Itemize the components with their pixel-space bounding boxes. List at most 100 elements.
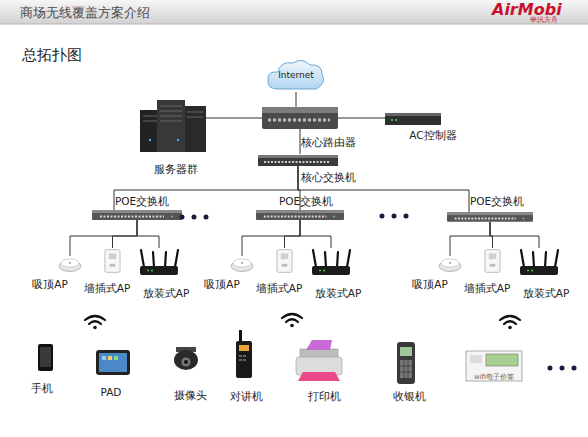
node-label: POE交换机 xyxy=(470,195,524,207)
price-tag-icon xyxy=(486,354,518,366)
access-point-icons xyxy=(105,250,120,273)
server-rack xyxy=(143,121,157,122)
connector-line xyxy=(242,220,300,256)
node-label: 摄像头 xyxy=(174,389,207,401)
access-point-icons xyxy=(277,250,292,273)
camera-icon xyxy=(184,360,188,364)
walkie-talkie-icon xyxy=(239,359,242,361)
server-rack xyxy=(182,106,206,152)
walkie-talkie-icon xyxy=(243,355,246,357)
ellipsis-dots xyxy=(392,214,397,219)
internet-cloud: Internet xyxy=(265,58,327,92)
wifi-signal xyxy=(282,314,302,327)
device-node: 手机 xyxy=(38,344,53,371)
node-label: 墙插式AP xyxy=(84,282,131,294)
brand-subtitle: 華訊方舟 xyxy=(530,15,558,25)
ap-node: 吸顶AP xyxy=(438,256,462,270)
tablet-icon xyxy=(108,356,112,360)
node-label: 核心路由器 xyxy=(301,136,356,148)
node-label: POE交换机 xyxy=(115,195,169,207)
node-label: 放装式AP xyxy=(143,287,190,299)
walkie-talkie-icon xyxy=(239,345,249,351)
ellipsis-dots xyxy=(548,366,553,371)
pos-terminal-icon xyxy=(400,347,412,356)
core-switch xyxy=(264,161,330,163)
node-label: 手机 xyxy=(31,382,53,394)
walkie-talkie-icon xyxy=(236,330,252,378)
ac-controller xyxy=(385,113,441,125)
printer-icon xyxy=(296,340,342,381)
ac-controller xyxy=(385,113,441,125)
server-rack xyxy=(140,100,206,152)
ap-node: 墙插式AP xyxy=(484,248,501,274)
node-label: 打印机 xyxy=(308,390,341,402)
poe-switch xyxy=(92,210,182,220)
ac-controller xyxy=(385,113,441,116)
access-point-icons xyxy=(312,250,350,275)
node-label: wifi电子价签 xyxy=(474,371,514,383)
access-point-icons xyxy=(439,259,461,272)
connector-line xyxy=(206,118,262,119)
ap-node: 墙插式AP xyxy=(104,248,121,274)
pos-terminal-icon xyxy=(397,342,415,384)
device-node: 收银机 xyxy=(395,342,417,384)
ap-node: 放装式AP xyxy=(138,248,180,276)
node-label: AC控制器 xyxy=(409,129,456,141)
pos-terminal-icon xyxy=(400,366,412,367)
header-bar xyxy=(0,0,588,24)
connector-line xyxy=(450,222,490,256)
ap-node: 吸顶AP xyxy=(58,256,82,270)
node-label: 放装式AP xyxy=(523,287,570,299)
ac-controller xyxy=(395,119,397,121)
access-point-icons xyxy=(59,250,558,275)
core-router xyxy=(262,107,338,113)
header-bar xyxy=(0,0,588,24)
pos-terminal-icon xyxy=(404,360,405,378)
node-label: 吸顶AP xyxy=(412,278,448,290)
connector-line xyxy=(113,220,138,248)
router-node: 核心路由器 xyxy=(262,107,338,129)
server-rack xyxy=(160,116,182,117)
node-label: 收银机 xyxy=(393,390,426,402)
ellipsis-dots xyxy=(180,215,185,220)
ap-node: 放装式AP xyxy=(310,248,352,276)
node-label: PAD xyxy=(101,386,122,398)
server-rack xyxy=(160,106,182,107)
pos-terminal-icon xyxy=(400,360,412,378)
poe-switch-node: POE交换机 xyxy=(256,210,344,220)
node-label: 对讲机 xyxy=(230,390,263,402)
poe-switch xyxy=(447,212,533,222)
poe-switch-node: POE交换机 xyxy=(92,210,182,220)
access-point-icons xyxy=(231,259,253,272)
ellipsis-dots xyxy=(180,214,577,371)
connector-line xyxy=(296,92,297,107)
tablet-icon xyxy=(102,356,106,360)
node-label: 墙插式AP xyxy=(256,282,303,294)
printer-icon xyxy=(298,372,340,381)
server-rack xyxy=(149,139,151,141)
device-node: 摄像头 xyxy=(172,347,200,372)
node-label: 墙插式AP xyxy=(464,282,511,294)
device-node: 对讲机 xyxy=(236,330,252,378)
ellipsis-dots xyxy=(380,214,385,219)
ellipsis-dots xyxy=(192,215,197,220)
tablet-icon xyxy=(99,353,127,372)
server-rack xyxy=(157,100,185,152)
device-node: PAD xyxy=(96,350,130,375)
device-node: 打印机 xyxy=(294,347,344,379)
ellipsis-dots xyxy=(404,214,409,219)
ap-node: 吸顶AP xyxy=(230,256,254,270)
walkie-talkie-icon xyxy=(239,355,246,361)
tablet-icon xyxy=(96,350,130,375)
access-point-icons xyxy=(59,259,81,272)
printer-icon xyxy=(306,340,332,350)
poe-switch xyxy=(92,210,533,222)
pos-terminal-icon xyxy=(408,360,409,378)
tablet-icon xyxy=(96,350,130,375)
server-rack xyxy=(177,139,179,141)
tablet-icon xyxy=(114,356,118,360)
connector-line xyxy=(137,220,159,248)
wifi-signal xyxy=(85,316,105,329)
walkie-talkie-icon xyxy=(236,341,252,378)
phone-icon xyxy=(38,344,53,371)
